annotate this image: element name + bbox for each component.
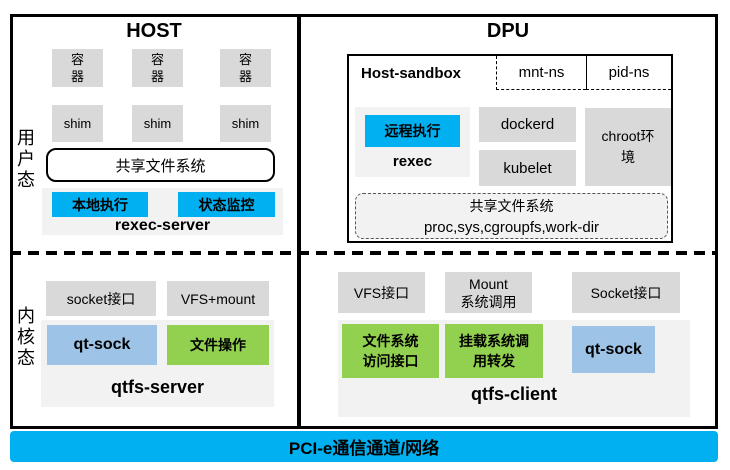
- socket-interface-box-host: socket接口: [46, 281, 156, 316]
- chroot-env-box: chroot环 境: [585, 108, 671, 186]
- kubelet-box: kubelet: [479, 150, 576, 186]
- container-box-1: 容 器: [52, 49, 103, 87]
- vfs-mount-box: VFS+mount: [167, 281, 269, 316]
- qt-sock-box-client: qt-sock: [572, 326, 655, 373]
- qt-sock-box-server: qt-sock: [47, 325, 157, 365]
- dpu-title: DPU: [486, 19, 530, 42]
- qtfs-client-label: qtfs-client: [470, 383, 557, 404]
- status-monitor-box: 状态监控: [178, 192, 275, 217]
- shim-box-2: shim: [132, 105, 183, 142]
- rexec-server-label: rexec-server: [114, 217, 211, 234]
- dpu-shared-fs-paths: proc,sys,cgroupfs,work-dir: [423, 218, 600, 236]
- dpu-shared-fs: 共享文件系统 proc,sys,cgroupfs,work-dir: [355, 193, 668, 239]
- rexec-label: rexec: [392, 152, 433, 170]
- vfs-interface-box: VFS接口: [338, 272, 425, 313]
- rexec-server-panel: 本地执行 状态监控 rexec-server: [42, 188, 283, 235]
- qtfs-client-panel: 文件系统 访问接口 挂载系统调 用转发 qt-sock qtfs-client: [338, 320, 690, 417]
- pid-ns-box: pid-ns: [586, 56, 671, 90]
- socket-interface-box-dpu: Socket接口: [572, 272, 680, 313]
- container-box-2: 容 器: [132, 49, 183, 87]
- shim-box-1: shim: [52, 105, 103, 142]
- fs-access-box: 文件系统 访问接口: [342, 324, 439, 378]
- pcie-channel-bar: PCI-e通信通道/网络: [10, 431, 718, 462]
- shim-box-3: shim: [220, 105, 271, 142]
- dpu-shared-fs-title: 共享文件系统: [469, 197, 554, 214]
- kernel-mode-label: 内核态: [15, 306, 35, 369]
- mount-forward-box: 挂载系统调 用转发: [445, 324, 543, 378]
- outer-frame: [10, 14, 718, 429]
- user-kernel-divider: [10, 251, 718, 255]
- remote-exec-box: 远程执行: [365, 115, 460, 147]
- rexec-panel: 远程执行 rexec: [355, 107, 470, 177]
- user-mode-label: 用户态: [15, 128, 35, 191]
- container-box-3: 容 器: [220, 49, 271, 87]
- host-dpu-divider: [297, 14, 301, 429]
- mount-syscall-box: Mount 系统调用: [445, 272, 532, 313]
- file-ops-box: 文件操作: [167, 325, 269, 365]
- qtfs-server-panel: qt-sock 文件操作 qtfs-server: [41, 320, 274, 407]
- host-sandbox-label: Host-sandbox: [361, 65, 462, 82]
- host-sandbox: Host-sandbox mnt-ns pid-ns 远程执行 rexec do…: [347, 54, 673, 243]
- mnt-ns-box: mnt-ns: [496, 56, 586, 90]
- host-title: HOST: [126, 19, 182, 42]
- local-exec-box: 本地执行: [52, 192, 148, 217]
- host-shared-fs: 共享文件系统: [46, 148, 275, 182]
- dockerd-box: dockerd: [479, 107, 576, 142]
- qtfs-server-label: qtfs-server: [110, 376, 205, 397]
